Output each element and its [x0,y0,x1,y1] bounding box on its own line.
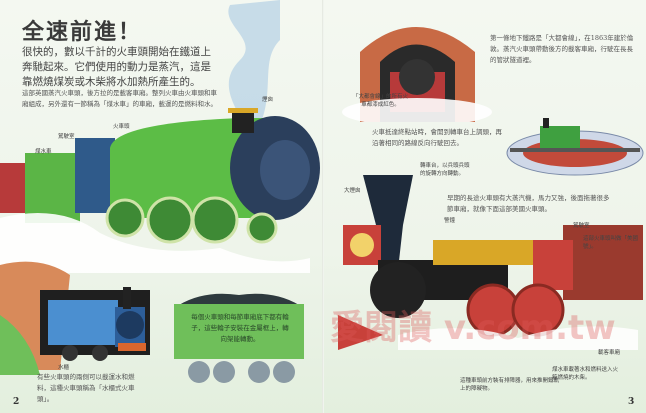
page-number-left: 2 [13,397,20,407]
tender-note: 煤水車載著水和燃料送入火箱燃燒的木柴。 [552,367,619,381]
coal-wagon-illustration [174,293,304,383]
label-cab: 駕駛室 [58,134,75,140]
label-cab-right: 駕駛室 [573,223,590,229]
label-chimney: 煙囪 [262,97,274,103]
underground-text: 第一條地下鐵路是「大都會線」，在1863年建於倫敦。蒸汽火車頭帶動後方的載客車廂… [490,34,634,64]
british-loco-note: 這部英國蒸汽火車頭，後方拉的是載客車廂。整列火車由火車頭和車廂組成，另外還有一節… [22,89,217,108]
cab-note: 這部火車頭叫做「美國號」。 [583,236,639,250]
cowcatcher-note: 這種車頭前方裝有排障器，用來推開鐵軌上的障礙物。 [460,378,560,392]
terminus-text: 火車抵達終點站時，會開到轉車台上調頭，再沿著相同的路線反向行駛回去。 [372,128,502,147]
tank-engine-illustration [0,261,150,375]
steam-plume-illustration [228,0,280,125]
page-title: 全速前進！ [22,19,143,45]
turntable-label: 轉車台，以兵頭兵頭的旋轉方向轉動。 [420,163,470,177]
wagon-caption: 每個火車頭和每節車廂底下都有輪子，這些輪子安裝在金屬框上，轉向架能轉動。 [191,313,289,343]
label-water-tank: 水櫃 [58,365,70,371]
american-loco-text: 早期的長途火車頭有大蒸汽機，馬力又強，後面拖著很多節車廂，就像下面這部美國火車頭… [447,194,610,213]
intro-text: 很快的，數以千計的火車頭開始在鐵道上奔馳起來。它們使用的動力是蒸汽，這是靠燃燒煤… [22,46,211,88]
watermark: 愛閱讀 v.com.tw [330,308,616,348]
green-locomotive-illustration [0,108,320,273]
label-locomotive: 火車頭 [113,124,130,130]
tunnel-label: 「大都會線」的所有火車都漆成紅色。 [353,94,409,108]
tank-engine-caption: 有些火車頭的兩側可以載運水和燃料，這種火車頭稱為「水櫃式火車頭」。 [37,373,135,403]
label-passenger-car: 載客車廂 [598,350,621,356]
american-locomotive-illustration [338,175,643,350]
turntable-illustration [506,118,644,176]
underground-tunnel-illustration [342,27,492,122]
page-number-right: 3 [628,397,635,407]
label-tender: 煤水車 [35,149,52,155]
page-gutter [322,0,324,413]
label-big-chimney: 大煙囪 [344,188,361,194]
label-bell: 警鐘 [444,218,456,224]
